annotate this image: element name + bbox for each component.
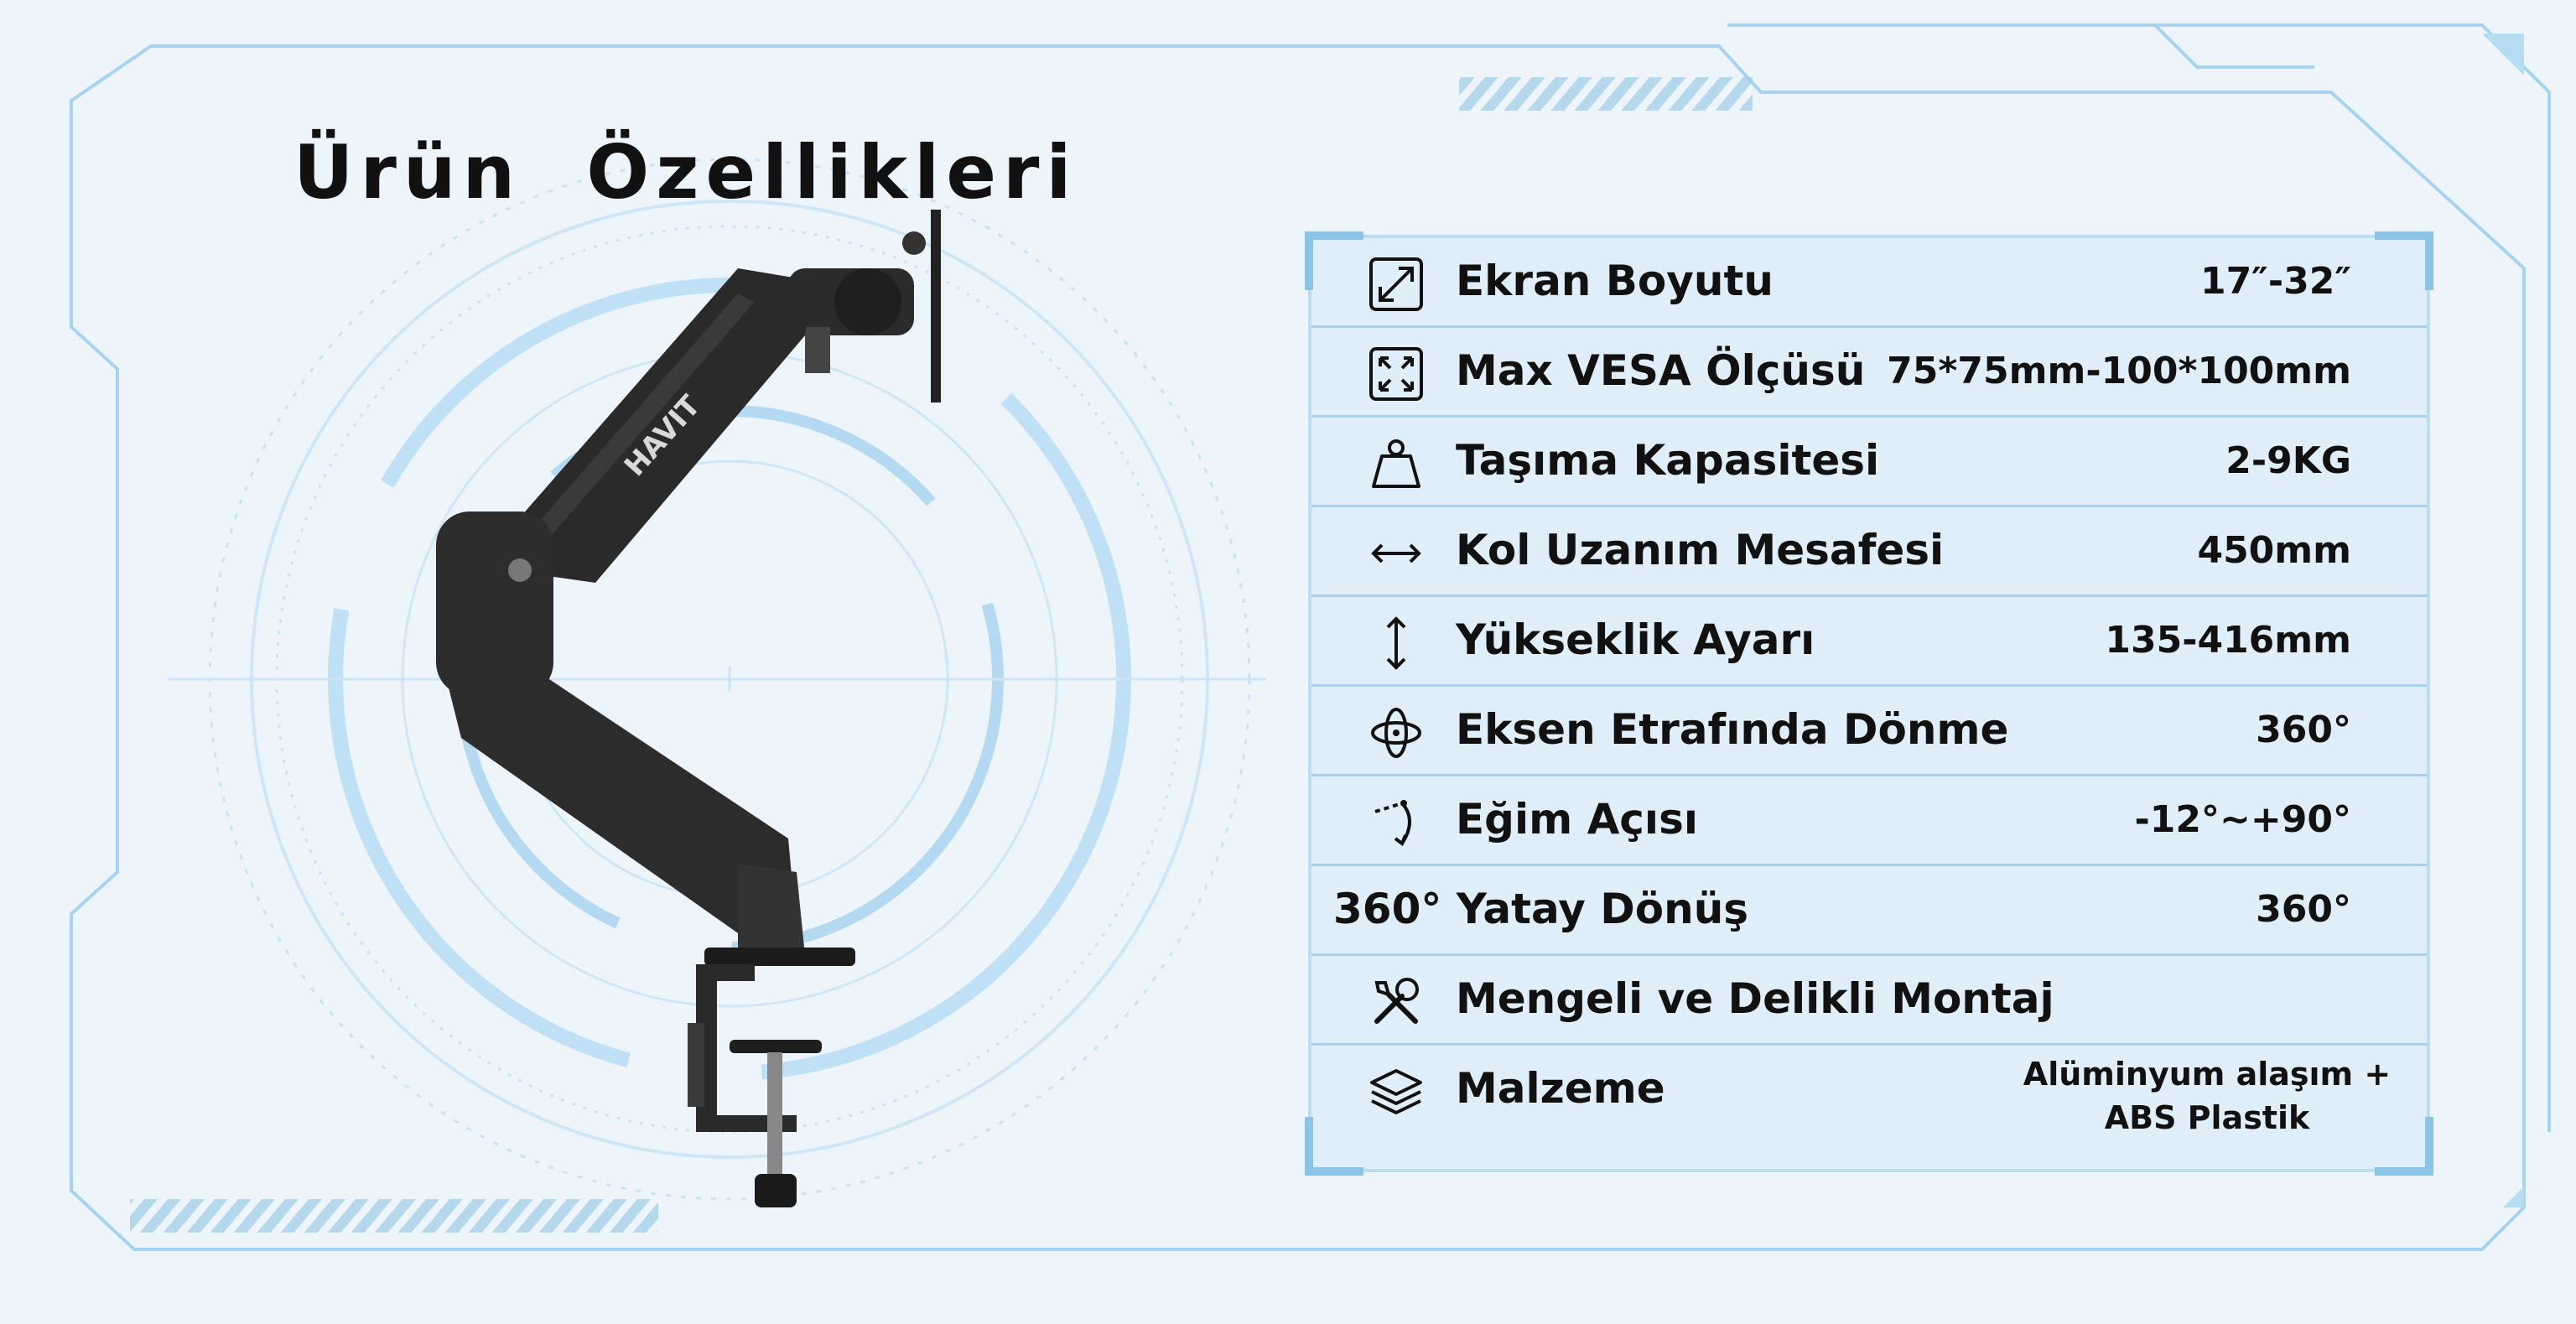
panel-corner-decoration xyxy=(2375,231,2433,290)
spec-value: Alüminyum alaşım + ABS Plastik xyxy=(2023,1056,2392,1136)
spec-label: Max VESA Ölçüsü xyxy=(1456,346,1866,395)
panel-corner-decoration xyxy=(1305,231,1363,290)
tools-icon xyxy=(1368,974,1424,1030)
spec-row-mounting: Mengeli ve Delikli Montaj xyxy=(1311,956,2427,1046)
spec-row-vesa: Max VESA Ölçüsü 75*75mm-100*100mm xyxy=(1311,328,2427,418)
horizontal-arrow-icon xyxy=(1368,526,1424,581)
spec-row-tilt: Eğim Açısı -12°~+90° xyxy=(1311,776,2427,866)
spec-value: 450mm xyxy=(2197,529,2351,572)
spec-row-height: Yükseklik Ayarı 135-416mm xyxy=(1311,597,2427,687)
panel-corner-decoration xyxy=(1305,1117,1363,1176)
spec-label: Mengeli ve Delikli Montaj xyxy=(1456,974,2054,1023)
spec-label: Eksen Etrafında Dönme xyxy=(1456,705,2009,754)
spec-value: 135-416mm xyxy=(2105,619,2351,662)
expand-corners-icon xyxy=(1368,346,1424,402)
layers-icon xyxy=(1368,1064,1424,1119)
tilt-angle-icon xyxy=(1368,795,1424,850)
spec-label: Yükseklik Ayarı xyxy=(1456,615,1815,664)
spec-label: Ekran Boyutu xyxy=(1456,257,1774,305)
spec-row-rotation: Eksen Etrafında Dönme 360° xyxy=(1311,687,2427,776)
spec-value: 360° xyxy=(2256,709,2351,751)
spec-label: 360° Yatay Dönüş xyxy=(1333,885,1749,933)
spec-label: Taşıma Kapasitesi xyxy=(1456,436,1880,485)
spec-label: Eğim Açısı xyxy=(1456,795,1698,844)
spec-row-capacity: Taşıma Kapasitesi 2-9KG xyxy=(1311,418,2427,507)
page-title: Ürün Özellikleri xyxy=(293,128,1078,215)
spec-row-screen-size: Ekran Boyutu 17″-32″ xyxy=(1311,238,2427,328)
spec-value: 17″-32″ xyxy=(2199,260,2351,303)
weight-icon xyxy=(1368,436,1424,491)
spec-value: 2-9KG xyxy=(2225,439,2351,482)
monitor-arm-illustration: HAVIT xyxy=(436,210,941,1207)
spec-label: Malzeme xyxy=(1456,1064,1665,1113)
spec-value: -12°~+90° xyxy=(2134,798,2351,841)
spec-row-material: Malzeme Alüminyum alaşım + ABS Plastik xyxy=(1311,1046,2427,1136)
spec-value: 360° xyxy=(2256,888,2351,931)
rotate-axis-icon xyxy=(1368,705,1424,761)
panel-corner-decoration xyxy=(2375,1117,2433,1176)
spec-label: Kol Uzanım Mesafesi xyxy=(1456,526,1945,574)
vertical-arrow-icon xyxy=(1368,615,1424,671)
spec-value: 75*75mm-100*100mm xyxy=(1887,350,2351,392)
diagonal-resize-icon xyxy=(1368,257,1424,312)
spec-row-arm-extension: Kol Uzanım Mesafesi 450mm xyxy=(1311,507,2427,597)
spec-row-swivel: 360° Yatay Dönüş 360° xyxy=(1311,866,2427,956)
spec-table: Ekran Boyutu 17″-32″ Max VESA Ölçüsü 75*… xyxy=(1305,231,2433,1176)
